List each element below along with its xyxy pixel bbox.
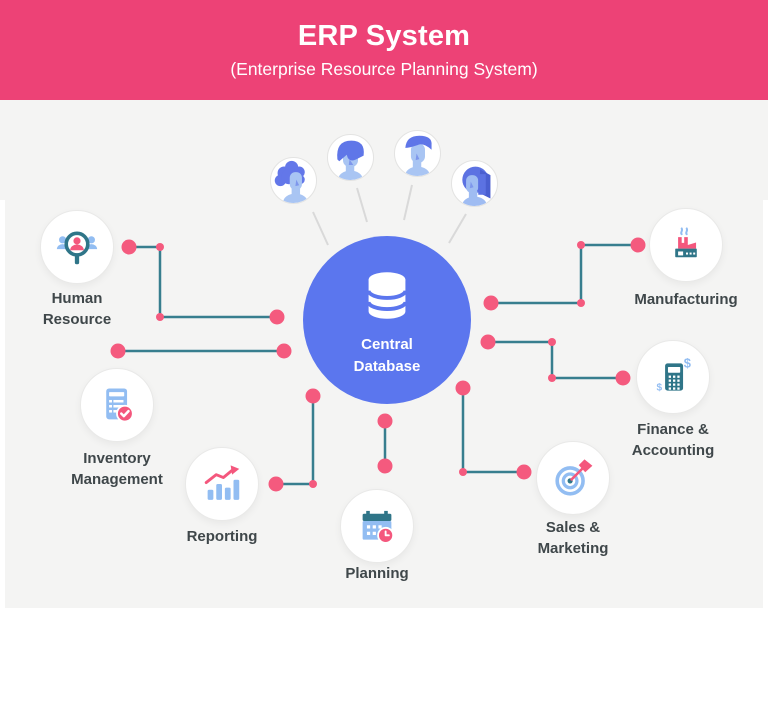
module-connector-line	[461, 388, 524, 474]
person-long-hair-icon	[462, 166, 491, 206]
connector-endpoint-dot	[455, 380, 471, 396]
central-database-node: Central Database	[303, 236, 471, 404]
module-label-finance-accounting: Finance & Accounting	[631, 421, 715, 459]
user-avatar-3	[394, 130, 441, 177]
connector-endpoint-dot	[121, 239, 137, 255]
module-human-resource	[40, 210, 114, 284]
database-icon	[366, 272, 408, 319]
connector-corner-dot	[309, 480, 317, 488]
connector-endpoint-dot	[630, 237, 646, 253]
module-label-planning: Planning	[345, 565, 409, 582]
connector-endpoint-dot	[377, 458, 393, 474]
bar-chart-icon	[204, 465, 240, 500]
connector-endpoint-dot	[480, 334, 496, 350]
user-avatar-4	[451, 160, 498, 207]
module-connector-line	[276, 396, 315, 486]
module-reporting	[185, 447, 259, 521]
connector-endpoint-dot	[483, 295, 499, 311]
avatar-connector-line	[403, 184, 413, 221]
connector-corner-dot	[156, 243, 164, 251]
module-label-reporting: Reporting	[186, 528, 258, 545]
module-label-sales-marketing: Sales & Marketing	[537, 519, 609, 557]
module-planning	[340, 489, 414, 563]
module-manufacturing	[649, 208, 723, 282]
page-subtitle: (Enterprise Resource Planning System)	[230, 59, 538, 80]
header-banner: ERP System (Enterprise Resource Planning…	[0, 0, 768, 100]
module-label-inventory-management: Inventory Management	[71, 450, 163, 488]
calculator-icon: $ $	[657, 356, 691, 394]
svg-text:$: $	[657, 383, 663, 394]
svg-text:$: $	[684, 356, 691, 371]
module-label-human-resource: Human Resource	[42, 290, 112, 328]
connector-layer	[110, 184, 646, 492]
avatar-connector-line	[312, 211, 329, 246]
module-sales-marketing	[536, 441, 610, 515]
connector-endpoint-dot	[269, 309, 285, 325]
connector-corner-dot	[156, 313, 164, 321]
connector-corner-dot	[548, 338, 556, 346]
module-connector-line	[491, 243, 638, 305]
target-dart-icon	[555, 459, 593, 496]
avatar-connector-line	[448, 213, 467, 244]
frame-bottom	[0, 703, 768, 708]
factory-icon	[675, 227, 697, 258]
connector-corner-dot	[577, 299, 585, 307]
connector-corner-dot	[548, 374, 556, 382]
avatar-connector-line	[356, 187, 368, 223]
clipboard-check-icon	[106, 388, 134, 423]
module-connector-line	[488, 340, 623, 380]
user-avatar-1	[270, 157, 317, 204]
frame-right	[763, 200, 768, 708]
person-curly-hair-icon	[274, 160, 308, 203]
connector-endpoint-dot	[276, 343, 292, 359]
person-bowl-hair-icon	[337, 140, 364, 180]
frame-left	[0, 200, 5, 708]
connector-endpoint-dot	[305, 388, 321, 404]
calendar-clock-icon	[362, 510, 395, 544]
connector-corner-dot	[459, 468, 467, 476]
person-swoosh-hair-icon	[405, 135, 432, 176]
module-connector-line	[129, 245, 277, 319]
page-title: ERP System	[297, 19, 471, 52]
connector-endpoint-dot	[268, 476, 284, 492]
central-database-label: Central Database	[353, 335, 421, 375]
connector-endpoint-dot	[516, 464, 532, 480]
erp-diagram-page: ERP System (Enterprise Resource Planning…	[0, 0, 768, 608]
connector-corner-dot	[577, 241, 585, 249]
people-search-icon	[56, 231, 98, 265]
connector-endpoint-dot	[615, 370, 631, 386]
module-finance-accounting: $ $	[636, 340, 710, 414]
module-inventory-management	[80, 368, 154, 442]
connector-endpoint-dot	[110, 343, 126, 359]
user-avatar-2	[327, 134, 374, 181]
module-label-manufacturing: Manufacturing	[634, 291, 738, 308]
diagram-canvas: Central Database Human Resource	[0, 100, 768, 708]
connector-endpoint-dot	[377, 413, 393, 429]
